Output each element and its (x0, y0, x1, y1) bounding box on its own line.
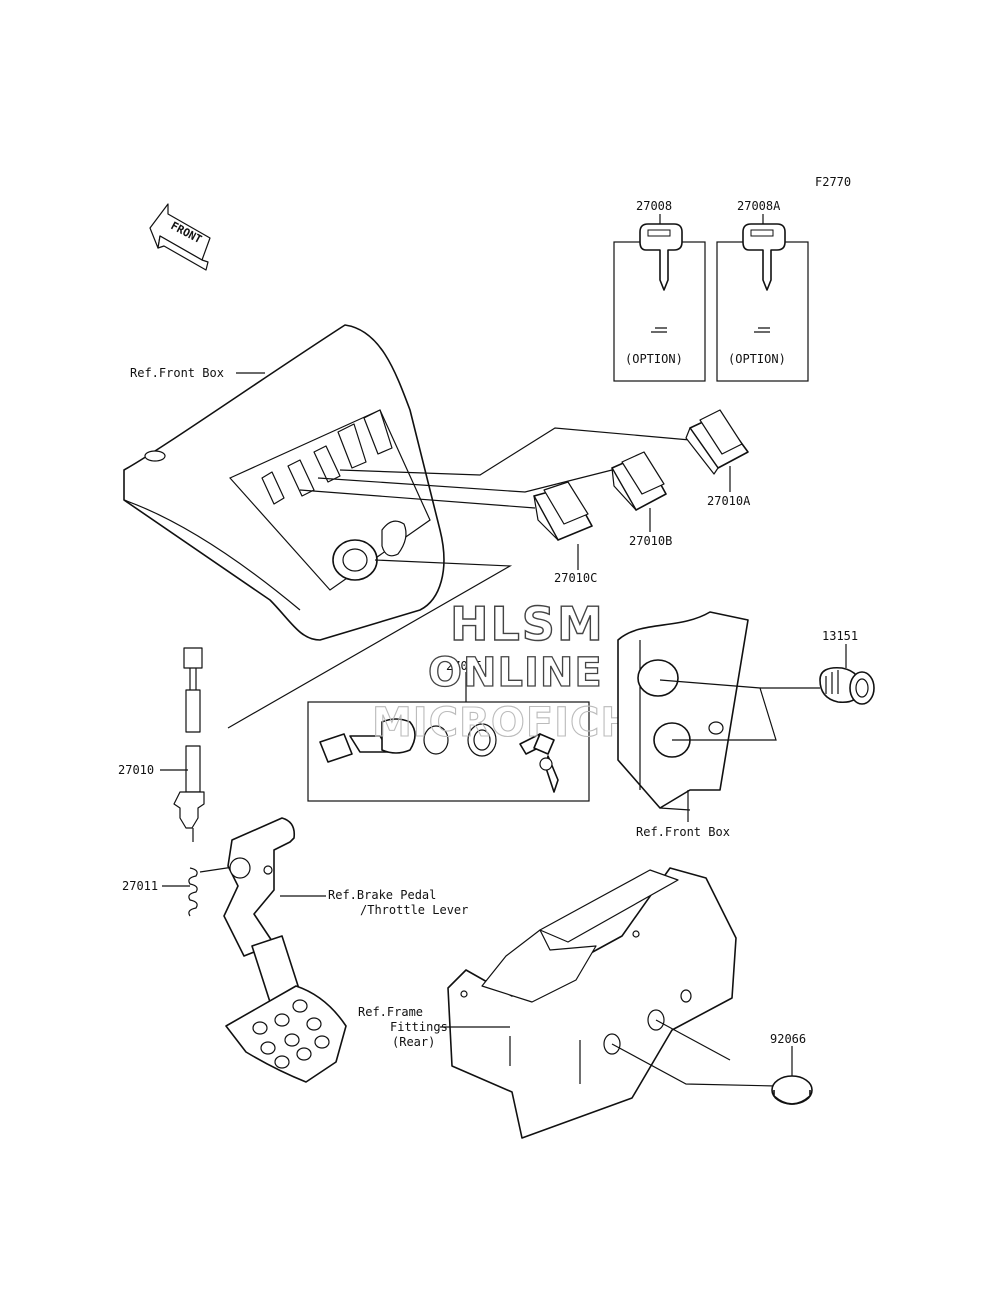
ref-front-box-right: Ref.Front Box (636, 825, 730, 839)
part-27010c-label: 27010C (554, 571, 597, 585)
ref-frame-line3: (Rear) (392, 1035, 435, 1049)
key-27008-note: (OPTION) (625, 352, 683, 366)
ref-frame-line2: Fittings (390, 1020, 448, 1034)
watermark-hlsm: HLSM (450, 597, 605, 651)
key-27008a-box (716, 214, 809, 382)
ref-brake-pedal-line2: /Throttle Lever (360, 903, 468, 917)
brake-switch-27010 (173, 647, 205, 842)
pedal-holes (252, 999, 330, 1069)
spring-27011 (188, 867, 198, 917)
part-27010a-label: 27010A (707, 494, 751, 508)
part-27008a-label: 27008A (737, 199, 781, 213)
switch-leader-lines (299, 427, 691, 509)
front-arrow-icon: FRONT (149, 203, 211, 271)
part-13151-label: 13151 (822, 629, 858, 643)
figure-code: F2770 (815, 175, 851, 189)
switch-slots (261, 409, 393, 505)
ref-frame-line1: Ref.Frame (358, 1005, 423, 1019)
part-27010b-label: 27010B (629, 534, 672, 548)
rocker-switch-27010b (611, 451, 667, 511)
watermark-online: ONLINE (428, 650, 603, 696)
cap-92066 (771, 1075, 813, 1105)
part-27010-label: 27010 (118, 763, 154, 777)
part-27011-label: 27011 (122, 879, 158, 893)
part-27005-label: 27005 (446, 659, 482, 673)
key-27008a-note: (OPTION) (728, 352, 786, 366)
part-27008-label: 27008 (636, 199, 672, 213)
ignition-switch-assembly (319, 718, 559, 793)
rocker-switch-27010a (685, 409, 749, 475)
socket-13151 (819, 666, 875, 705)
frame-fittings-rear (447, 867, 737, 1139)
front-box-panel (123, 324, 445, 641)
rocker-switch-27010c (533, 481, 593, 541)
brake-pedal (223, 817, 347, 1083)
part-92066-label: 92066 (770, 1032, 806, 1046)
front-box-right-panel (617, 611, 749, 811)
key-27008-box (613, 214, 706, 382)
ref-brake-pedal-line1: Ref.Brake Pedal (328, 888, 436, 902)
ref-front-box-top: Ref.Front Box (130, 366, 224, 380)
watermark-microfiche: MICROFICHE (372, 700, 663, 746)
ignition-switch-box (307, 701, 590, 802)
